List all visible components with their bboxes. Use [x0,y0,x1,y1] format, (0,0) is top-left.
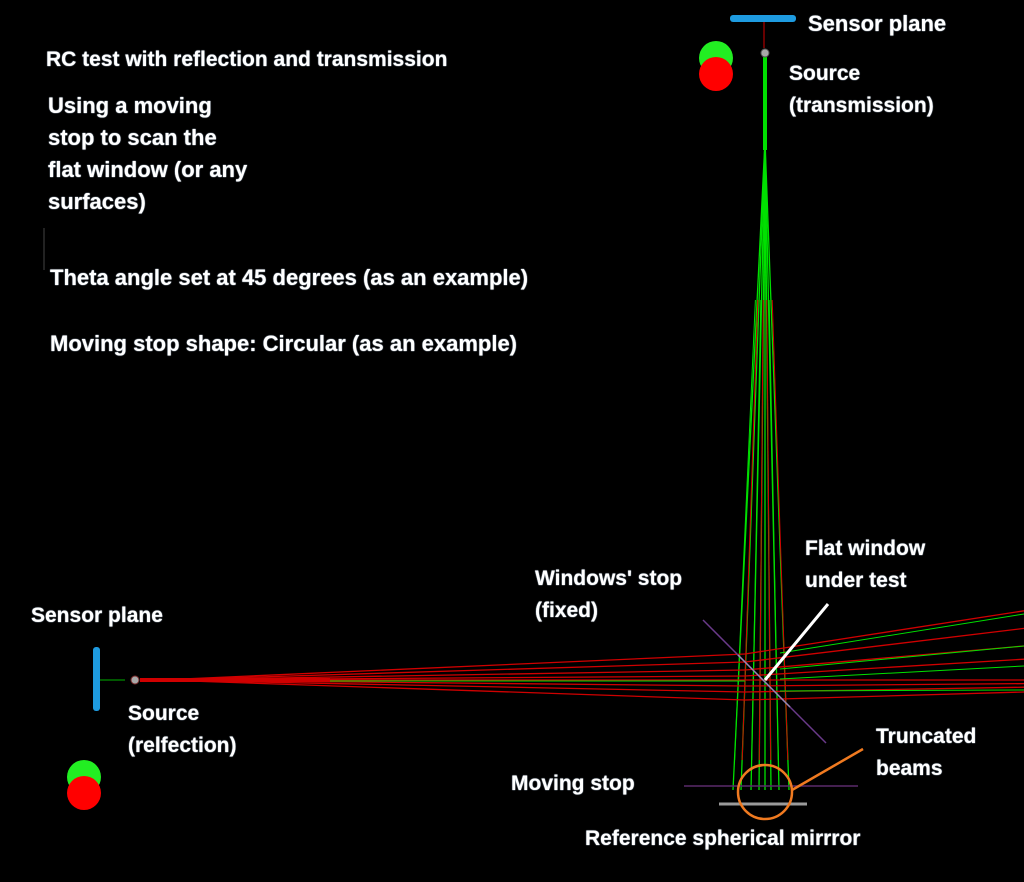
transmission-ray [758,299,764,761]
reflection-ray-green [779,689,1024,692]
source-transmission-icon [760,48,770,58]
source-transmission-label: Source (transmission) [789,62,934,117]
reflection-ray-green [779,613,1024,654]
reflection-ray-green [779,665,1024,680]
sensor-plane-left-label: Sensor plane [31,604,163,627]
transmission-ray [751,299,762,761]
reflection-ray [159,679,746,687]
reflection-ray [744,658,1024,677]
reference-mirror-label: Reference spherical mirrror [585,827,861,850]
transmission-ray-bundle [732,55,790,791]
stop-shape-note: Moving stop shape: Circular (as an examp… [50,331,518,356]
legend-red-icon [699,57,733,91]
moving-stop-label: Moving stop [511,772,635,795]
transmission-ray [741,299,759,761]
flat-window-highlight [737,654,791,708]
transmission-ray [768,299,779,761]
truncated-beams-highlight [736,763,794,821]
source-reflection-label: Source (relfection) [128,702,237,757]
reflection-ray [159,679,746,693]
windows-stop-label: Windows' stop (fixed) [535,567,683,622]
reflection-ray [744,610,1024,655]
diagram-title: RC test with reflection and transmission [46,48,448,71]
reflection-ray-green [779,645,1024,670]
transmission-ray [766,299,772,761]
source-reflection-icon [130,675,140,685]
flat-window-label: Flat window under test [805,537,926,592]
reflection-ray [159,653,746,681]
truncated-beams-label: Truncated beams [876,725,977,780]
reflection-ray [159,669,746,681]
reflection-ray [159,675,746,681]
transmission-ray [771,299,789,761]
reflection-ray-bundle [140,610,1024,701]
intro-text: Using a moving stop to scan the flat win… [48,93,248,214]
sensor-plane-top [730,15,796,22]
reflection-ray [159,679,746,701]
transmission-ray [734,299,756,761]
legend-red-icon [67,776,101,810]
sensor-plane-left [93,647,100,711]
sensor-plane-top-label: Sensor plane [808,11,947,36]
reflection-ray [744,682,1024,687]
truncated-beams-callout [791,747,864,792]
theta-note: Theta angle set at 45 degrees (as an exa… [50,265,529,290]
reflection-ray [744,627,1024,663]
reflection-ray [159,661,746,681]
reflection-ray [744,691,1024,701]
flat-window-callout [763,603,830,681]
